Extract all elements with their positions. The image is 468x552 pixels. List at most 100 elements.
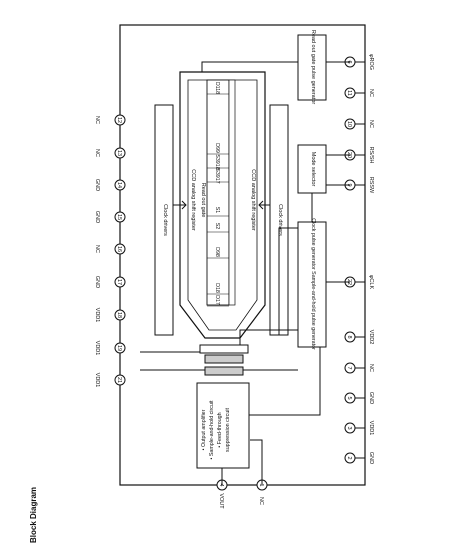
output-stage-3 xyxy=(204,366,244,376)
pin-circle xyxy=(344,362,356,374)
pin-label: φCLK xyxy=(368,275,374,290)
pin-circle xyxy=(114,276,126,288)
output-amp-line-1: • Output amplifier xyxy=(201,409,207,450)
pin-label: φROG xyxy=(368,54,374,70)
pin-number: 17 xyxy=(116,279,122,285)
pixel-label: S1 xyxy=(214,207,220,214)
pin-label: GND xyxy=(368,392,374,404)
pin-label: VDD1 xyxy=(94,308,100,323)
pixel-column xyxy=(206,79,230,306)
pin-circle xyxy=(114,309,126,321)
ccd-shift-register-left-label: CCD analog shift register xyxy=(190,169,196,231)
wiring xyxy=(140,61,350,485)
output-amplifier-block xyxy=(196,382,250,469)
pin-label: NC xyxy=(94,245,100,253)
pin-circle xyxy=(344,392,356,404)
pin-label: NC xyxy=(94,116,100,124)
pixel-label: D98 xyxy=(214,247,220,257)
output-amp-line-3: • Feed-through xyxy=(217,412,223,447)
pin-number: 14 xyxy=(116,182,122,188)
output-amp-line-4: suppression circuit xyxy=(225,408,231,452)
pin-circle xyxy=(344,422,356,434)
pin-label: RS/SH xyxy=(368,147,374,164)
diagram-body: 12NC13NC14GND15GND16NC17GND18VDD119VDD12… xyxy=(94,24,374,509)
left-pin: 17 GND xyxy=(94,276,126,288)
readout-gate-pulse-generator-block xyxy=(297,34,327,101)
left-pin: 13 NC xyxy=(94,147,126,159)
pixel-label: D99 xyxy=(214,143,220,153)
wire-sh-to-amp xyxy=(249,347,321,416)
right-pin: 10 NC xyxy=(344,118,374,130)
pin-number: 1 xyxy=(258,483,264,486)
pin-circle xyxy=(344,87,356,99)
pin-label: NC xyxy=(94,149,100,157)
ccd-shift-register-right-label: CCD analog shift register xyxy=(250,169,256,231)
right-pin: 5 GND xyxy=(344,392,374,404)
pin-circle xyxy=(114,374,126,386)
mode-selector-label: Mode selector xyxy=(310,152,316,187)
pin-circle xyxy=(344,452,356,464)
pin-label: VDD2 xyxy=(368,330,374,345)
pin-number: 10 xyxy=(346,121,352,127)
pin-number: 13 xyxy=(116,150,122,156)
pin-number: 18 xyxy=(116,312,122,318)
pin-label: NC xyxy=(258,497,264,505)
pin-number: 12 xyxy=(116,117,122,123)
pin-label: GND xyxy=(94,276,100,288)
ccd-inner-outline xyxy=(187,79,258,331)
pin-circle xyxy=(344,118,356,130)
pin-label: VDD1 xyxy=(368,421,374,436)
pin-circle xyxy=(344,331,356,343)
pin-circle xyxy=(114,179,126,191)
pin-number: 3 xyxy=(346,426,352,429)
left-pin: 14 GND xyxy=(94,179,126,191)
readout-gate-label: Read out gate xyxy=(200,183,206,218)
right-pin: 2 GND xyxy=(344,452,374,464)
clock-arrow-right xyxy=(258,200,270,210)
pixel-label: D118 xyxy=(214,82,220,94)
pin-number: 7 xyxy=(346,366,352,369)
left-pin: 19 VDD1 xyxy=(94,341,126,356)
pin-label: NC xyxy=(368,120,374,128)
pin-label: RSSW xyxy=(368,177,374,194)
pin-circle xyxy=(114,147,126,159)
pin-number: 15 xyxy=(116,214,122,220)
output-amplifier-text: • Output amplifier • Sample-and-hold cir… xyxy=(201,400,231,459)
pin-circle xyxy=(114,342,126,354)
pin-label: GND xyxy=(368,452,374,464)
right-pin: 8 VDD2 xyxy=(344,330,374,345)
mode-selector-block xyxy=(297,144,327,194)
pin-number: 2 xyxy=(346,456,352,459)
wire-sh-to-output xyxy=(239,329,298,345)
output-stage-1 xyxy=(199,344,249,354)
readout-gate-strip xyxy=(228,79,236,306)
clock-drivers-right-label: Clock drivers xyxy=(277,204,283,236)
pixel-label: S2 xyxy=(214,223,220,230)
pin-label: NC xyxy=(368,89,374,97)
output-amp-line-2: • Sample-and-hold circuit xyxy=(209,400,215,459)
pin-circle xyxy=(114,243,126,255)
pixel-label: S3917 xyxy=(214,168,220,183)
pin-label: VOUT xyxy=(218,493,224,509)
pin-label: VDD1 xyxy=(94,341,100,356)
pin-number: 8 xyxy=(346,335,352,338)
pin-number: 4 xyxy=(218,483,224,486)
pin-label: GND xyxy=(94,179,100,191)
wire-sh-to-driver xyxy=(278,227,298,335)
pin-label: VDD1 xyxy=(94,373,100,388)
package-outline xyxy=(119,24,366,486)
left-pin: 12 NC xyxy=(94,114,126,126)
pin-number: 19 xyxy=(116,345,122,351)
pin-number: 5 xyxy=(346,396,352,399)
page-title: Block Diagram xyxy=(29,487,38,543)
wire-nc xyxy=(250,439,263,485)
pin-circle xyxy=(114,114,126,126)
